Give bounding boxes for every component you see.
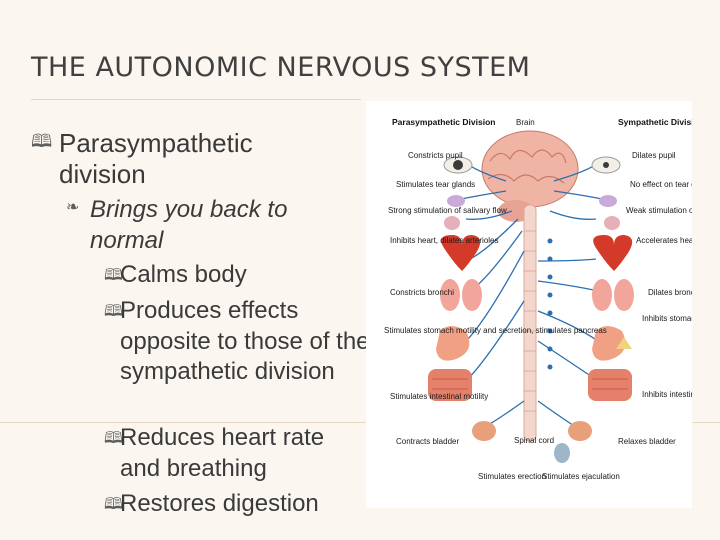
label-right: No effect on tear glands [630, 180, 692, 189]
salivary-gland-icon [444, 216, 460, 230]
lungs-icon [592, 279, 634, 311]
salivary-gland-icon [604, 216, 620, 230]
slide-title: THE AUTONOMIC NERVOUS SYSTEM [31, 52, 531, 83]
book-icon: 🕮︎ [104, 496, 123, 513]
bullet-l3-item: Produces effects opposite to those of th… [104, 296, 370, 388]
label-left: Stimulates intestinal motility [390, 392, 488, 401]
label-right: Accelerates heart, dilates arterioles [636, 236, 692, 245]
bullet-l3-item: Calms body [120, 261, 247, 288]
bullet-l1: Parasympathetic division [59, 128, 253, 189]
intestine-icon [588, 369, 632, 401]
bullet-l3-text: Reduces heart rate and breathing [120, 424, 325, 482]
heading-para: Parasympathetic Division [392, 117, 495, 127]
autonomic-diagram: Parasympathetic Division Brain Sympathet… [366, 101, 692, 508]
tear-gland-icon [599, 195, 617, 207]
bullet-list: 🕮︎ Parasympathetic division ❧ Brings you… [31, 128, 370, 517]
brain-icon [481, 130, 579, 222]
label-left: Strong stimulation of salivary flow [388, 206, 507, 215]
tear-gland-icon [447, 195, 465, 207]
intestine-icon [428, 369, 472, 401]
heading-symp: Sympathetic Division [618, 117, 692, 127]
adrenal-icon [616, 337, 632, 349]
spinal-cord-icon [523, 204, 537, 442]
label-right: Weak stimulation of salivary flow [626, 206, 692, 215]
eye-icon [443, 156, 473, 174]
bladder-icon [472, 421, 496, 441]
label-left: Constricts pupil [408, 151, 463, 160]
reproductive-icon [554, 443, 570, 463]
stomach-icon [592, 326, 626, 361]
ganglion-chain [547, 238, 553, 370]
label-spinal-cord: Spinal cord [514, 436, 554, 445]
label-right: Relaxes bladder [618, 437, 676, 446]
label-right: Dilates pupil [632, 151, 676, 160]
heading-brain: Brain [516, 118, 535, 127]
label-left: Inhibits heart, dilates arterioles [390, 236, 499, 245]
bullet-l3-item: Reduces heart rate and breathing [104, 423, 370, 484]
leaf-icon: ❧ [66, 199, 80, 216]
bullet-l3-text: Restores digestion [120, 490, 319, 517]
book-icon: 🕮︎ [104, 430, 123, 447]
book-icon: 🕮︎ [104, 267, 123, 284]
bullet-l2: Brings you back to normal [90, 196, 288, 254]
background-rule [0, 422, 720, 423]
heart-icon [593, 235, 633, 271]
lungs-icon [440, 279, 482, 311]
heart-icon [441, 235, 481, 271]
label-right: Stimulates ejaculation [542, 472, 620, 481]
bullet-l3-item: Restores digestion [104, 489, 370, 520]
diagram-svg: Parasympathetic Division Brain Sympathet… [384, 117, 692, 481]
label-right: Inhibits intestinal motility [642, 390, 692, 399]
label-right: Dilates bronchi [648, 288, 692, 297]
eye-icon [591, 156, 621, 174]
book-icon: 🕮︎ [31, 131, 53, 151]
stomach-icon [436, 326, 470, 361]
label-left: Stimulates stomach motility and secretio… [384, 326, 607, 335]
label-left: Constricts bronchi [390, 288, 454, 297]
label-left: Stimulates tear glands [396, 180, 475, 189]
label-left: Stimulates erection [478, 472, 546, 481]
bladder-icon [568, 421, 592, 441]
label-right: Inhibits stomach motility and secretion,… [642, 314, 692, 323]
bullet-l3-text: Produces effects opposite to those of th… [120, 297, 370, 385]
book-icon: 🕮︎ [104, 303, 123, 320]
label-left: Contracts bladder [396, 437, 459, 446]
title-underline [31, 99, 361, 100]
